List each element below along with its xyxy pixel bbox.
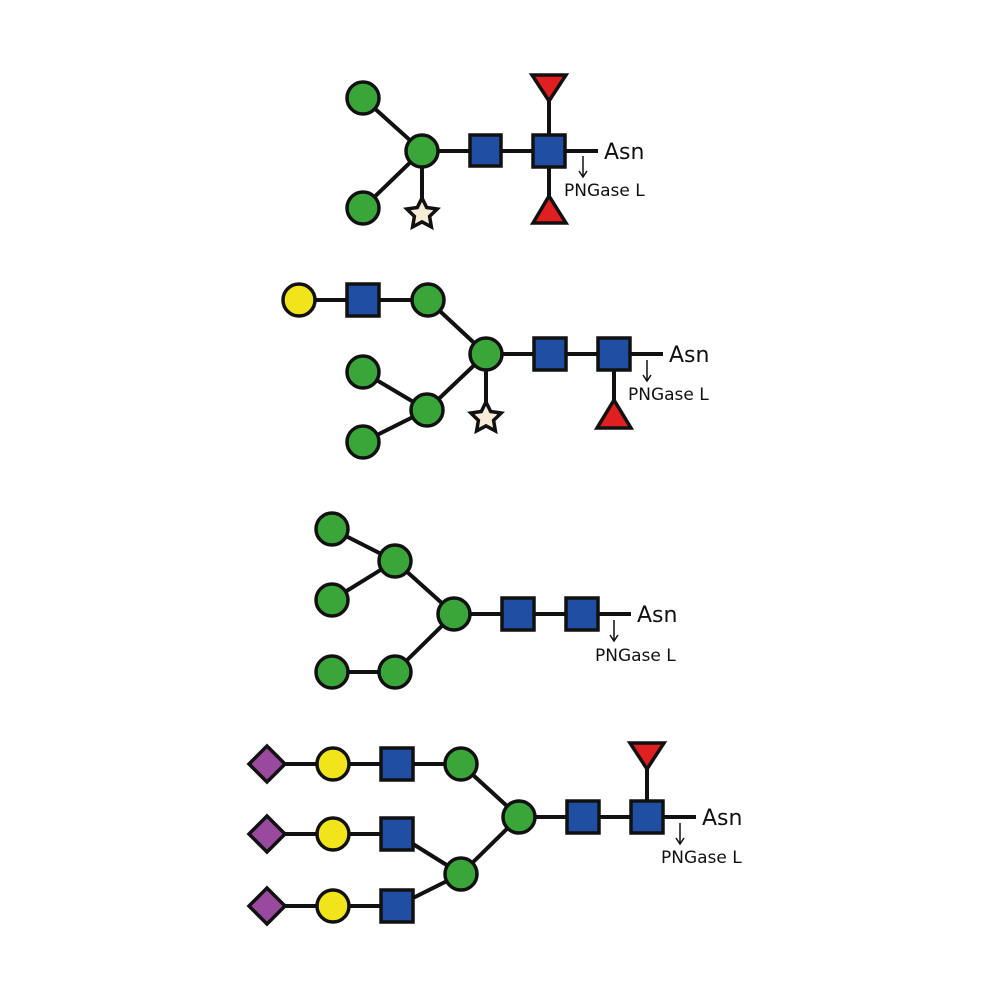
mannose-residue (377, 654, 413, 690)
mannose-residue (410, 282, 446, 318)
cleavage-arrow (675, 823, 685, 846)
cleavage-arrow (642, 360, 652, 383)
mannose-residue (345, 80, 381, 116)
glcnac-residue (596, 336, 632, 372)
galactose-residue (315, 888, 351, 924)
glcnac-residue (379, 746, 415, 782)
enzyme-label: PNGase L (595, 646, 676, 666)
glycan-3: Asn PNGase L (314, 511, 677, 690)
fucose-triangle (626, 741, 668, 773)
fucose-triangle (528, 73, 570, 105)
mannose-residue (501, 799, 537, 835)
glcnac-residue (565, 799, 601, 835)
xylose-star (467, 398, 505, 435)
galactose-residue (315, 816, 351, 852)
glcnac-residue (531, 133, 567, 169)
mannose-residue (377, 543, 413, 579)
asn-label: Asn (702, 806, 742, 831)
enzyme-label: PNGase L (661, 848, 742, 868)
mannose-residue (436, 596, 472, 632)
cleavage-arrow (609, 620, 619, 643)
mannose-residue (345, 190, 381, 226)
asn-label: Asn (637, 603, 677, 628)
mannose-residue (443, 746, 479, 782)
glycan-1: Asn PNGase L (345, 73, 645, 231)
mannose-residue (314, 582, 350, 618)
fucose-triangle (593, 396, 635, 430)
glcnac-residue (564, 596, 600, 632)
glcnac-residue (379, 816, 415, 852)
glcnac-residue (532, 336, 568, 372)
enzyme-label: PNGase L (628, 385, 709, 405)
mannose-residue (443, 856, 479, 892)
glcnac-residue (345, 282, 381, 318)
asn-label: Asn (669, 343, 709, 368)
mannose-residue (409, 392, 445, 428)
sialic-acid-diamond (246, 743, 288, 785)
mannose-residue (404, 133, 440, 169)
glcnac-residue (500, 596, 536, 632)
mannose-residue (314, 511, 350, 547)
cleavage-arrow (578, 156, 588, 179)
glcnac-residue (629, 799, 665, 835)
sialic-acid-diamond (246, 885, 288, 927)
xylose-star (403, 194, 441, 231)
glcnac-residue (379, 888, 415, 924)
mannose-residue (314, 654, 350, 690)
glycan-4: Asn PNGase L (246, 741, 742, 927)
mannose-residue (468, 336, 504, 372)
mannose-residue (345, 424, 381, 460)
sialic-acid-diamond (246, 813, 288, 855)
fucose-triangle (529, 192, 570, 225)
glycan-2: Asn PNGase L (281, 282, 709, 460)
asn-label: Asn (604, 140, 644, 165)
mannose-residue (345, 354, 381, 390)
glcnac-residue (468, 133, 503, 168)
enzyme-label: PNGase L (564, 181, 645, 201)
galactose-residue (315, 746, 351, 782)
galactose-residue (281, 282, 317, 318)
